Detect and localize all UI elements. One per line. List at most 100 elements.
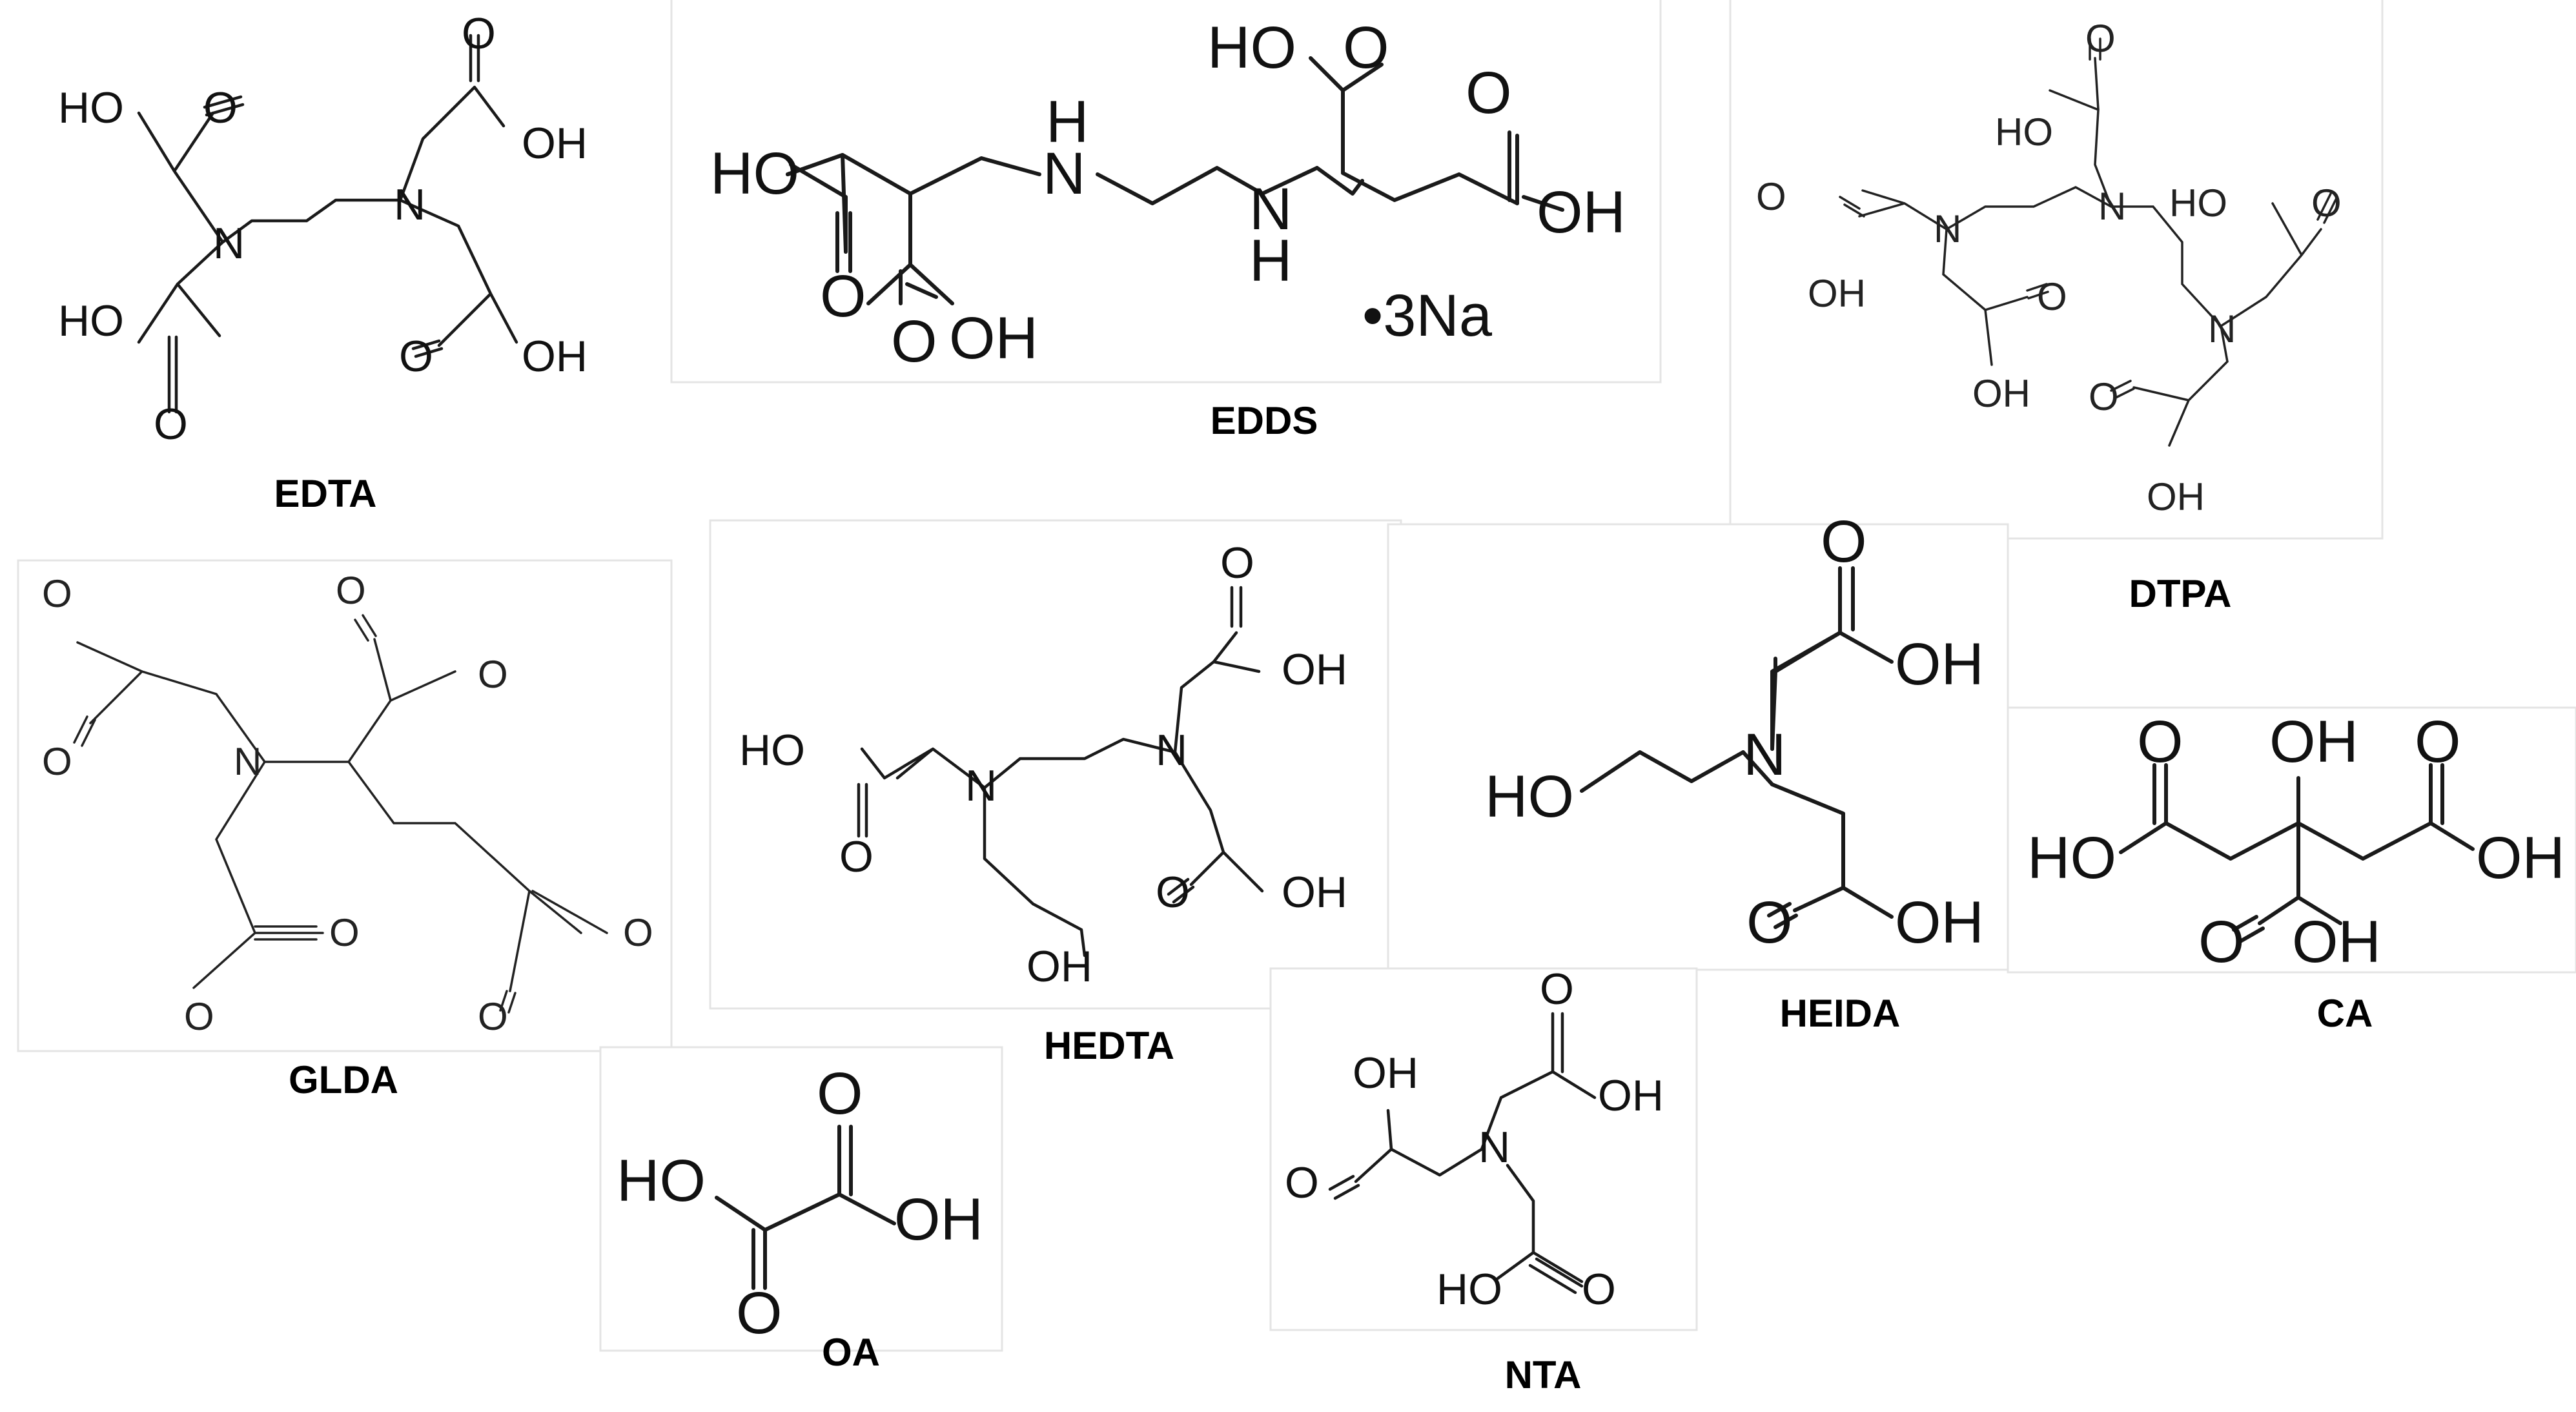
edta-label: EDTA [274,472,377,515]
edds-ho-top: HO [1207,15,1296,81]
edta-oh-top-right: OH [522,119,588,168]
edds-o-bottom: O [891,309,937,374]
edds-o-left: O [820,263,866,329]
glda-o6: O [184,995,214,1038]
nta-o-bottom: O [1582,1265,1616,1314]
hedta-ho-left: HO [739,726,805,775]
edta-n-left: N [213,219,245,268]
heida-o-bottom: O [1746,890,1793,956]
glda-o3: O [336,569,366,612]
heida-structure: HO N O OH O OH HEIDA [1485,509,1984,1035]
ca-oh-right: OH [2476,825,2565,891]
heida-ho: HO [1485,764,1574,830]
nta-oh-left: OH [1353,1049,1418,1098]
glda-panel [17,559,673,1052]
hedta-o-bottom-right: O [1156,868,1190,917]
heida-n: N [1743,722,1786,788]
hedta-structure: HO O N N OH O OH O OH HEDTA [739,538,1347,1067]
nta-label: NTA [1505,1353,1582,1397]
ca-oh-top: OH [2269,709,2358,775]
dtpa-oh-mid: OH [1972,372,2030,415]
hedta-n-right: N [1156,726,1187,775]
hedta-o-left: O [839,832,874,881]
ca-panel [2007,706,2576,974]
ca-ho-left: HO [2027,825,2116,891]
edta-o-bottom: O [154,400,188,449]
dtpa-o-mid: O [2037,275,2067,318]
nta-o-left: O [1285,1158,1319,1207]
dtpa-oh-left: OH [1808,272,1866,315]
edds-oh-right: OH [1537,179,1626,245]
heida-oh-top: OH [1895,631,1984,697]
glda-o1: O [42,572,72,615]
dtpa-ho-top: HO [1995,110,2053,154]
nta-o-top: O [1540,965,1574,1014]
dtpa-o-top: O [2085,17,2116,60]
edta-n-right: N [394,180,425,229]
hedta-n-left: N [965,761,997,810]
oa-ho: HO [617,1148,706,1214]
hedta-panel [709,519,1402,1010]
dtpa-structure: O HO N N O OH O OH HO O N O OH DTPA [1756,17,2342,615]
edta-o-top-right: O [462,9,496,58]
edds-structure: HO O O OH H N N H HO O O OH •3Na EDDS [710,15,1626,442]
edds-h-upper: H [1046,89,1089,155]
nta-n: N [1478,1123,1510,1172]
edds-o-top: O [1343,15,1389,81]
nta-panel [1269,967,1698,1331]
oa-o-top: O [817,1061,863,1127]
edta-o-bottom-right: O [399,332,433,381]
ca-o-right: O [2415,709,2461,775]
glda-o2: O [42,740,72,783]
dtpa-label: DTPA [2129,572,2232,615]
glda-o5: O [329,911,360,954]
dtpa-o-bottom: O [2089,375,2119,418]
hedta-oh-bottom: OH [1027,942,1092,991]
dtpa-ho-right: HO [2169,181,2227,225]
dtpa-n-left: N [1934,207,1961,251]
nta-structure: OH O N O OH HO O NTA [1285,965,1664,1397]
edta-ho-top: HO [58,83,124,132]
edds-n-lower: N [1249,176,1292,242]
dtpa-n-center: N [2098,185,2126,228]
dtpa-panel [1729,0,2384,540]
hedta-o-top: O [1220,538,1254,588]
glda-o8: O [623,911,653,954]
nta-oh-top: OH [1598,1071,1664,1120]
glda-label: GLDA [289,1058,398,1101]
hedta-oh-bottom-right: OH [1282,868,1347,917]
hedta-oh-top: OH [1282,645,1347,694]
ca-o-left: O [2137,709,2183,775]
ca-structure: O OH O HO OH O OH CA [2027,709,2565,1035]
dtpa-oh-bottom: OH [2147,475,2205,518]
edds-salt: •3Na [1362,283,1493,349]
dtpa-o-right: O [2311,181,2342,225]
edta-ho-bottom: HO [58,296,124,345]
ca-o-bottom: O [2198,909,2245,975]
heida-panel [1387,523,2009,971]
edta-structure: N N HO O HO O O OH O OH EDTA [58,9,588,515]
edta-o-top: O [203,83,238,132]
ca-oh-bottom: OH [2292,909,2381,975]
heida-oh-bottom: OH [1895,890,1984,956]
oa-oh: OH [894,1187,983,1253]
dtpa-o-left: O [1756,175,1786,218]
glda-structure: N O O O O O O O O GLDA [42,569,653,1101]
glda-o7: O [478,995,508,1038]
edds-oh-bottom: OH [949,305,1038,371]
edds-ho-left: HO [710,141,799,207]
edds-n-upper: N [1043,141,1085,207]
edds-o-right: O [1466,60,1512,126]
oa-panel [599,1046,1003,1352]
hedta-label: HEDTA [1044,1024,1174,1067]
edds-h-lower: H [1249,228,1292,294]
edta-oh-bottom-right: OH [522,332,588,381]
oa-o-bottom: O [736,1280,782,1346]
dtpa-n-bottom: N [2208,307,2236,351]
oa-label: OA [822,1331,880,1374]
ca-label: CA [2317,992,2373,1035]
oa-structure: O HO OH O OA [617,1061,983,1374]
nta-ho-bottom: HO [1436,1265,1502,1314]
